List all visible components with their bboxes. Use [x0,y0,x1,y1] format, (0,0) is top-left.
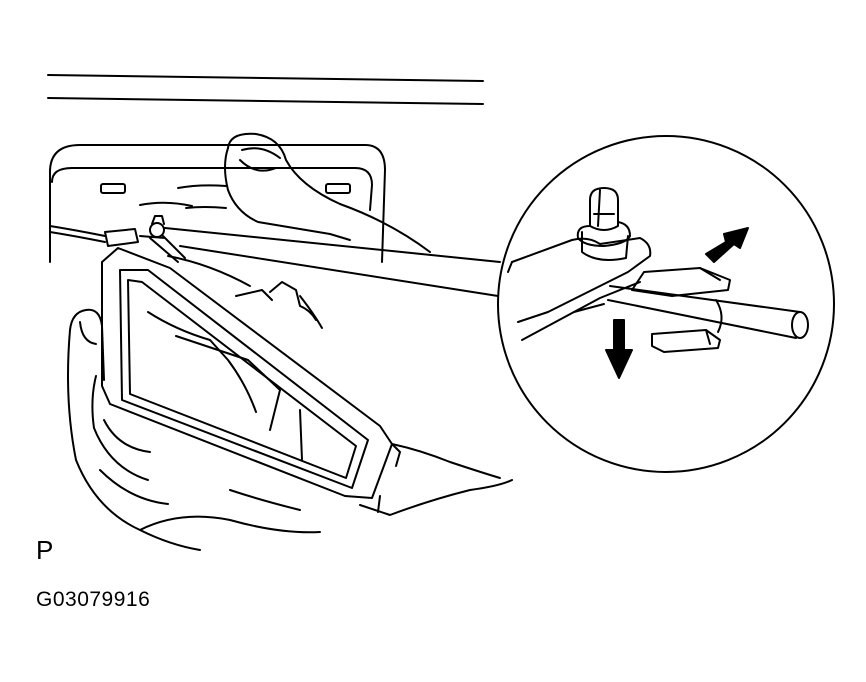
handle-recess [49,144,386,263]
view-code-label: P [36,535,54,565]
detail-clip-assembly [507,187,809,353]
detail-magnifier [497,135,835,473]
door-trim-lines [47,74,484,105]
arrow-down-icon [605,319,633,379]
rod-clip-small [149,215,186,263]
lower-hand [67,308,513,551]
link-rod [49,225,166,247]
zoom-leader-lines [164,227,501,297]
upper-hand [139,132,431,329]
inside-handle-bezel [101,247,401,499]
figure-number: G03079916 [36,588,151,611]
arrow-up-right-icon [705,227,749,263]
